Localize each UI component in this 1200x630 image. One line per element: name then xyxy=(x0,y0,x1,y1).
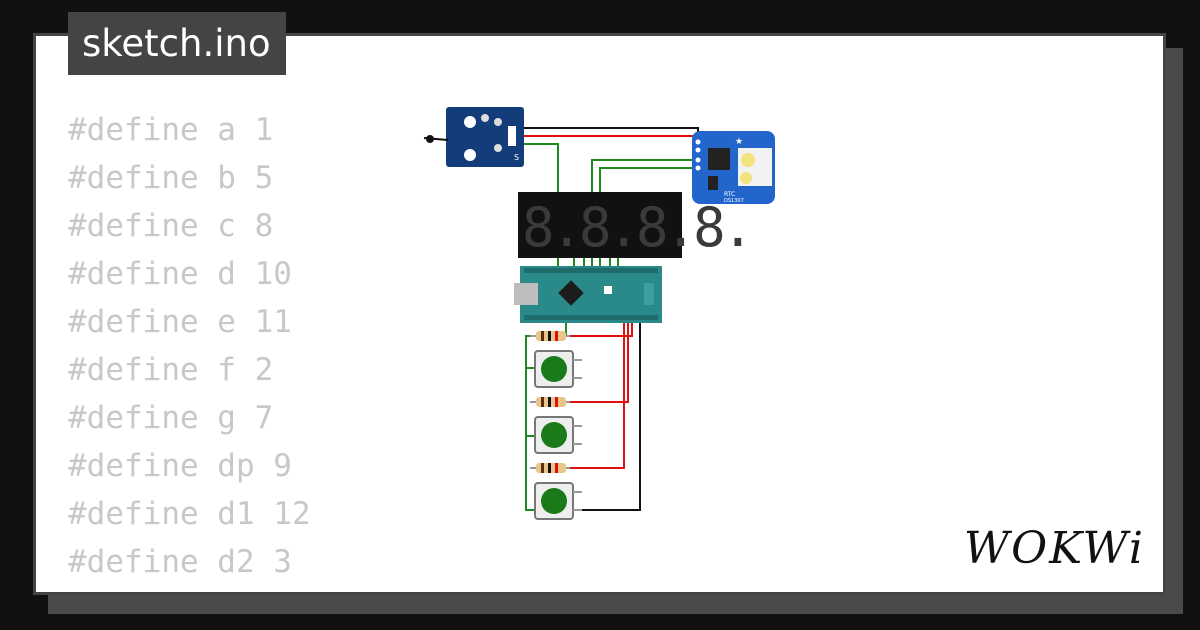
code-line: #define d2 3 xyxy=(68,544,292,580)
display-digits: 8.8.8.8. xyxy=(522,196,750,259)
push-button[interactable] xyxy=(534,350,582,388)
sensor-pin-label: S xyxy=(514,153,519,162)
chip-icon xyxy=(558,280,584,306)
push-button[interactable] xyxy=(534,482,582,520)
resistor[interactable] xyxy=(530,463,570,473)
code-line: #define g 7 xyxy=(68,400,274,436)
rtc-label: RTC xyxy=(724,191,735,198)
arduino-nano[interactable] xyxy=(514,266,662,323)
code-line: #define a 1 xyxy=(68,112,274,148)
file-tab[interactable]: sketch.ino xyxy=(68,12,286,75)
seven-segment-display[interactable]: 8.8.8.8. xyxy=(518,192,754,259)
code-line: #define d 10 xyxy=(68,256,292,292)
thermistor-icon xyxy=(426,135,434,143)
code-line: #define f 2 xyxy=(68,352,274,388)
code-line: #define c 8 xyxy=(68,208,274,244)
code-line: #define b 5 xyxy=(68,160,274,196)
resistor[interactable] xyxy=(530,397,570,407)
wokwi-logo: WOKWi xyxy=(963,523,1145,574)
usb-port-icon xyxy=(514,283,538,305)
star-icon: ★ xyxy=(735,137,743,147)
code-editor: #define a 1 #define b 5 #define c 8 #def… xyxy=(68,106,311,592)
rtc-chip-label: DS1307 xyxy=(724,198,744,204)
temperature-sensor-module[interactable]: S xyxy=(423,107,524,167)
resistor[interactable] xyxy=(530,331,570,341)
code-line: #define e 11 xyxy=(68,304,292,340)
rtc-module[interactable]: ★ RTC DS1307 xyxy=(692,131,775,204)
code-line: #define dp 9 xyxy=(68,448,292,484)
push-button[interactable] xyxy=(534,416,582,454)
code-line: #define d1 12 xyxy=(68,496,311,532)
